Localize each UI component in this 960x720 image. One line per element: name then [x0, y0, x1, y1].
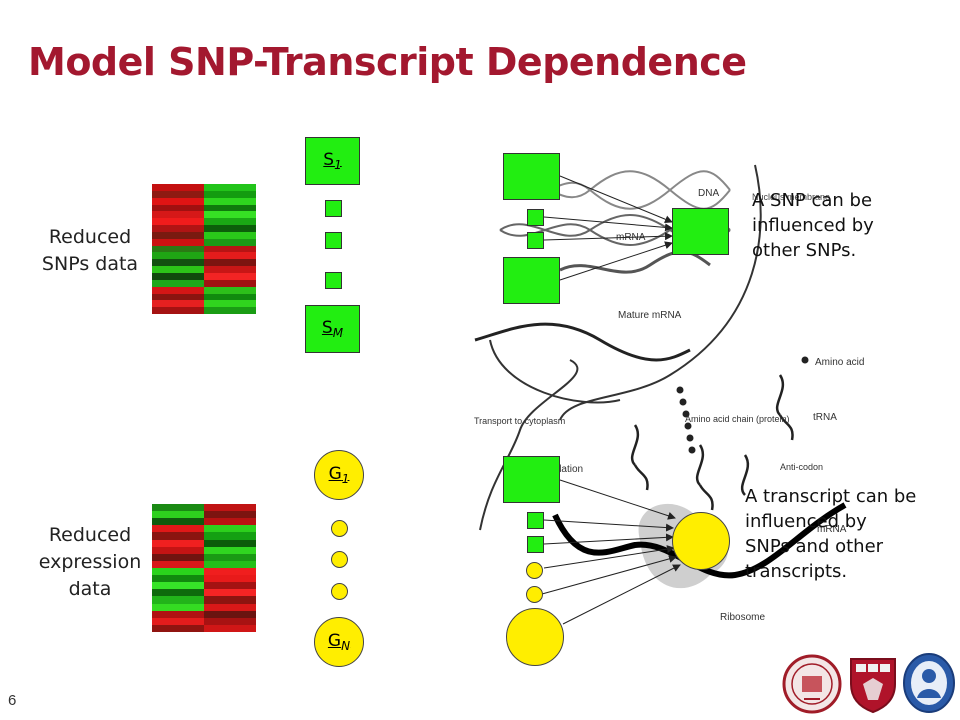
hospital-seal-logo: [903, 653, 955, 713]
gene-last-sub: N: [341, 639, 351, 653]
anticodon-label: Anti-codon: [780, 462, 823, 472]
snp-last-sub: M: [332, 326, 344, 340]
expr-label-line3: data: [68, 578, 112, 600]
snp-node-first: S1: [305, 137, 360, 185]
expression-data-label: Reduced expression data: [20, 522, 160, 603]
gene-first-sub: 1: [341, 472, 350, 486]
transcript-source-snp-small: [527, 512, 544, 529]
harvard-shield-logo: [850, 658, 896, 714]
transport-curve: [479, 359, 579, 531]
snp-first-sub: 1: [334, 158, 342, 172]
snps-label-line2: SNPs data: [41, 253, 139, 275]
nucleus-boundary-curve: [559, 164, 762, 421]
page-number: 6: [8, 692, 17, 709]
snp-node-small: [325, 232, 342, 249]
gene-node-small: [331, 551, 348, 568]
snp-source-node: [503, 153, 560, 200]
snp-note-line: influenced by: [752, 215, 874, 236]
snp-target-node: [672, 208, 729, 255]
transcript-note-line: SNPs and other: [745, 536, 884, 557]
snp-node-small: [325, 272, 342, 289]
snp-node-last: SM: [305, 305, 360, 353]
heatmap-col-right: [204, 504, 256, 632]
snp-note-line: other SNPs.: [752, 240, 857, 261]
trna-group: [630, 374, 794, 511]
trna-label: tRNA: [813, 412, 837, 423]
mit-seal-logo: [782, 654, 842, 714]
gene-node-small: [331, 520, 348, 537]
transcript-note: A transcript can be influenced by SNPs a…: [745, 484, 916, 584]
gene-first-letter: G: [328, 464, 342, 484]
expr-label-line1: Reduced: [48, 524, 132, 546]
ribosome-label: Ribosome: [720, 612, 765, 623]
snp-node-small: [325, 200, 342, 217]
gene-node-small: [331, 583, 348, 600]
transcript-note-line: transcripts.: [745, 561, 848, 582]
mrna-label-lower: mRNA: [817, 524, 847, 535]
snps-label-line1: Reduced: [48, 226, 132, 248]
expr-label-line2: expression: [38, 551, 142, 573]
transcript-note-line: A transcript can be: [745, 486, 917, 507]
nucleus-label: Nucleus membrane: [752, 192, 830, 202]
transport-label: Transport to cytoplasm: [474, 416, 565, 426]
transcript-source-snp-small: [527, 536, 544, 553]
expression-heatmap: [152, 504, 256, 632]
transcript-source-gene-node: [506, 608, 564, 666]
heatmap-col-right: [204, 184, 256, 315]
heatmap-col-left: [152, 184, 204, 315]
transcript-target-node: [672, 512, 730, 570]
nucleus-membrane-line: [489, 339, 621, 404]
mature-mrna-label: Mature mRNA: [618, 310, 682, 321]
snps-data-label: Reduced SNPs data: [20, 224, 160, 278]
snp-last-letter: S: [321, 318, 333, 338]
snp-first-letter: S: [323, 150, 335, 170]
amino-acid-label: Amino acid: [815, 357, 864, 368]
gene-node-last: GN: [314, 617, 364, 667]
snp-source-small: [527, 232, 544, 249]
snp-note-line: A SNP can be: [752, 190, 873, 211]
transcript-source-gene-small: [526, 586, 543, 603]
heatmap-col-left: [152, 504, 204, 632]
transcript-source-gene-small: [526, 562, 543, 579]
gene-last-letter: G: [327, 631, 342, 651]
gene-node-first: G1: [314, 450, 364, 500]
page-title: Model SNP-Transcript Dependence: [28, 40, 747, 84]
transcript-source-snp-node: [503, 456, 560, 503]
mature-mrna-strand: [474, 322, 691, 362]
chain-label: Amino acid chain (protein): [685, 414, 790, 424]
snps-heatmap: [152, 184, 256, 315]
snp-source-node: [503, 257, 560, 304]
snp-note: A SNP can be influenced by other SNPs.: [752, 188, 874, 263]
transcript-note-line: influenced by: [745, 511, 867, 532]
dna-label: DNA: [698, 188, 719, 199]
amino-acid-chain: [676, 356, 809, 454]
snp-source-small: [527, 209, 544, 226]
